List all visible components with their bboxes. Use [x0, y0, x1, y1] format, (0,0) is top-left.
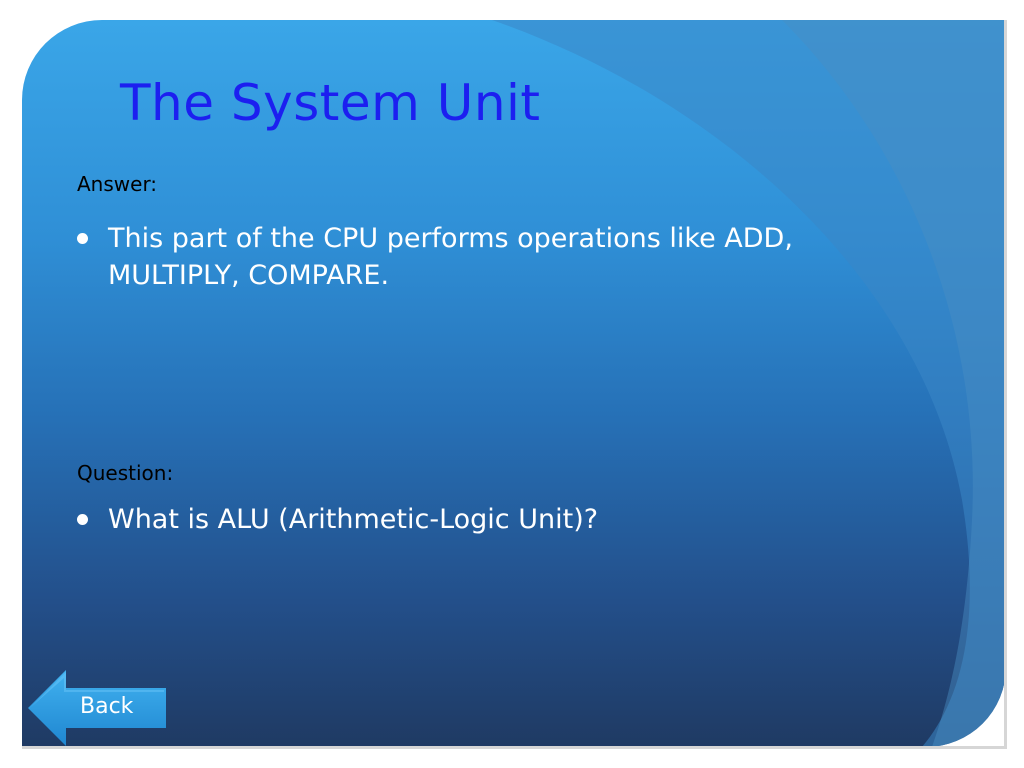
answer-label: Answer:	[77, 172, 158, 196]
answer-bullet: This part of the CPU performs operations…	[77, 220, 838, 294]
answer-text: This part of the CPU performs operations…	[108, 223, 793, 291]
bullet-dot-icon	[77, 233, 88, 244]
background-swoosh-shapes	[492, 20, 1006, 747]
slide-canvas	[22, 20, 1006, 747]
question-bullet: What is ALU (Arithmetic-Logic Unit)?	[77, 501, 838, 538]
back-button[interactable]: Back	[28, 670, 168, 746]
back-button-label: Back	[80, 694, 134, 719]
question-text: What is ALU (Arithmetic-Logic Unit)?	[108, 504, 599, 535]
left-arrow-icon	[28, 670, 166, 746]
bullet-dot-icon	[77, 514, 88, 525]
slide-bottom-border	[22, 746, 1007, 749]
question-label: Question:	[77, 461, 174, 485]
slide-right-border	[1004, 20, 1007, 747]
slide-title: The System Unit	[120, 74, 541, 132]
